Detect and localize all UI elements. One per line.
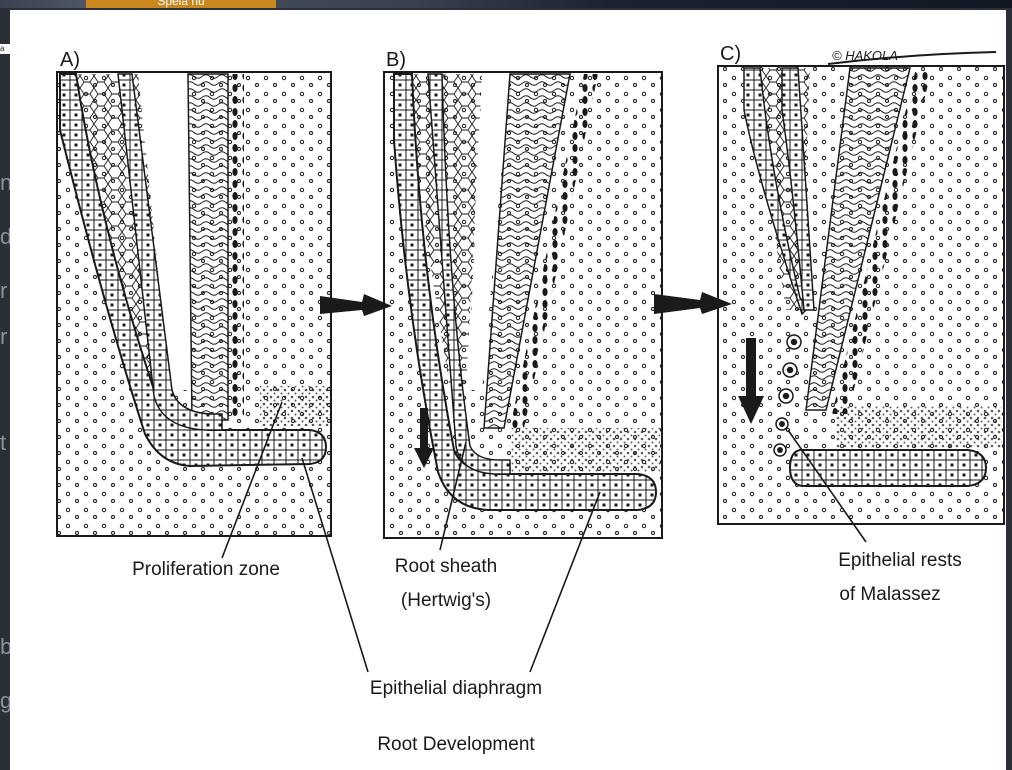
backdrop-letter: d (0, 224, 13, 249)
panel-c-proliferation-dots (836, 406, 1002, 448)
backdrop-letter: b (0, 634, 13, 659)
panel-a-dentin (187, 73, 229, 421)
panel-a-proliferation-dots (260, 386, 332, 426)
panel-c-epithelial-diaphragm (788, 449, 988, 487)
arrow-right-icon (654, 292, 732, 314)
panel-b: B) (383, 49, 663, 539)
leader-lines (221, 401, 867, 673)
label-root-sheath: Root sheath (395, 556, 497, 577)
label-of-malassez: of Malassez (839, 584, 940, 605)
backdrop-letter: r (0, 324, 8, 349)
panel-b-label: B) (386, 49, 406, 71)
arrow-down-icon (414, 408, 434, 468)
panel-b-odontoblasts (510, 74, 598, 428)
panel-a-epithelial-sheath (59, 73, 328, 468)
leader-diaphragm-b (529, 491, 601, 673)
figure-caption: Root Development (377, 734, 535, 755)
panel-a: A) (56, 49, 332, 537)
panel-b-pulp (468, 74, 510, 390)
arrow-right-icon (320, 294, 392, 316)
panel-a-odontoblasts (232, 74, 244, 420)
panel-a-pulp (138, 74, 188, 390)
panel-b-proliferation-dots (510, 428, 660, 472)
panel-b-epithelial-sheath (393, 73, 658, 511)
backdrop-letter: n (0, 170, 13, 195)
panel-a-label: A) (60, 49, 80, 71)
panel-b-dentin (483, 73, 571, 429)
backdrop-letter: g (0, 688, 13, 713)
browser-top-bar (0, 0, 1012, 8)
panel-c-epithelial-rests (773, 334, 802, 457)
panel-c-label: C) (720, 43, 741, 65)
backdrop-letter: r (0, 278, 8, 303)
leader-diaphragm-a (301, 457, 369, 673)
side-tag: a (0, 44, 10, 54)
backdrop-letter: t (0, 430, 7, 455)
label-root-sheath-hertwig: (Hertwig's) (401, 590, 491, 611)
label-proliferation-zone: Proliferation zone (132, 559, 280, 580)
signature-text: © HAKOLA (832, 48, 898, 63)
root-development-diagram: A) B) (56, 43, 1005, 755)
leader-root-sheath (439, 441, 467, 551)
leader-epithelial-rests (787, 429, 867, 543)
panel-c-odontoblasts (832, 68, 932, 414)
signature-line (827, 51, 997, 65)
panel-b-inner-sheath (427, 73, 511, 475)
leader-proliferation-zone (221, 401, 283, 559)
panel-c-inner-sheath (781, 67, 815, 311)
panel-c: C) © HAKOLA (717, 43, 1005, 525)
play-now-button[interactable]: Spela nu (86, 0, 276, 8)
panel-c-dentin (805, 67, 911, 411)
panel-a-inner-sheath (117, 73, 223, 431)
label-epithelial-rests: Epithelial rests (838, 550, 962, 571)
arrow-down-icon (738, 338, 764, 424)
root-development-figure: A) B) (10, 10, 1006, 770)
label-epithelial-diaphragm: Epithelial diaphragm (370, 678, 542, 699)
